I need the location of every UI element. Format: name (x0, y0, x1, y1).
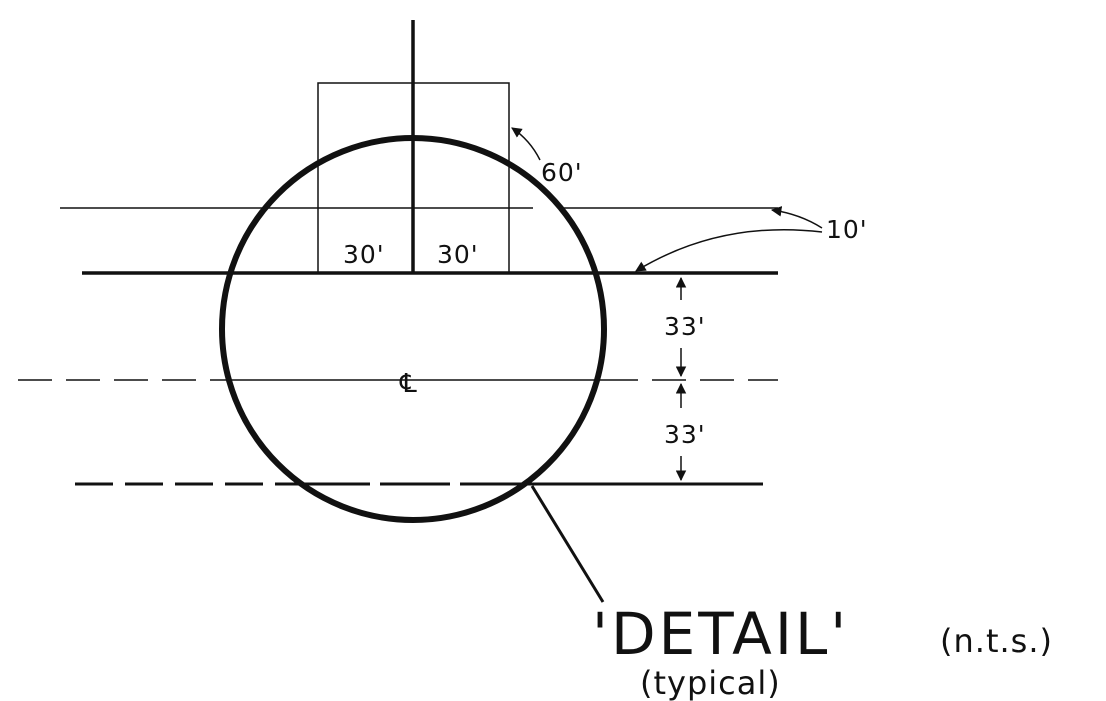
leader-60 (511, 127, 541, 161)
leader-detail (530, 485, 605, 603)
label-square-side: 60' (541, 158, 583, 187)
label-square-right-width: 30' (437, 240, 479, 269)
label-centerline: ℄ (399, 369, 417, 399)
leader-10-upper (770, 206, 823, 229)
label-detail-title: 'DETAIL' (592, 600, 849, 668)
label-lower-half: 33' (664, 420, 706, 449)
label-upper-half: 33' (664, 312, 706, 341)
label-square-left-width: 30' (343, 240, 385, 269)
label-scale-note: (n.t.s.) (940, 622, 1053, 660)
leader-10-lower (635, 228, 823, 272)
detail-circle (219, 135, 607, 523)
label-setback: 10' (826, 215, 868, 244)
label-typical-note: (typical) (640, 664, 781, 701)
